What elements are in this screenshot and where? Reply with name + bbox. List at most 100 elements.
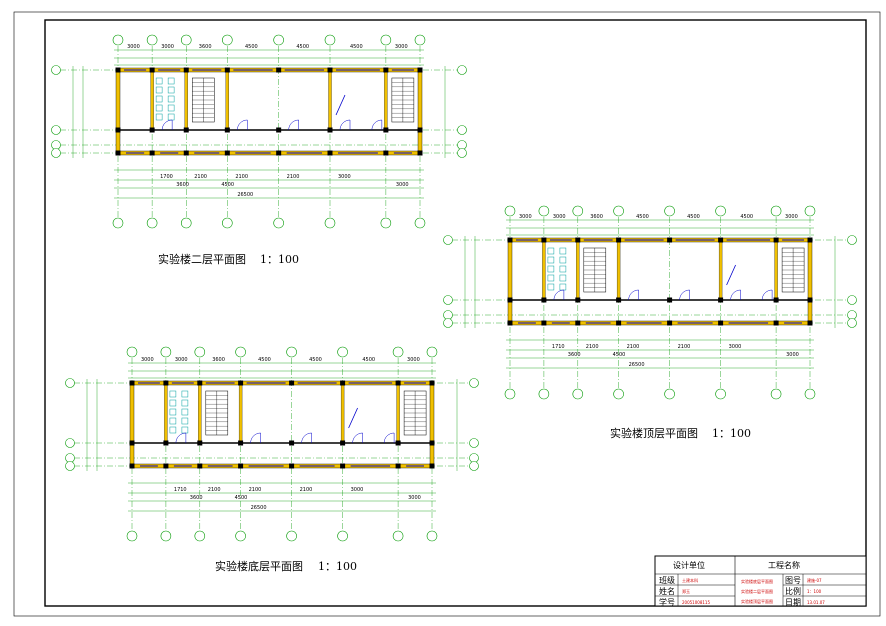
bottom-dimension: 2100 <box>627 344 640 350</box>
axis-bubble <box>286 346 297 358</box>
partition-wall <box>184 69 188 131</box>
wall-east <box>429 382 435 467</box>
door-swing <box>730 289 741 301</box>
column <box>276 127 282 133</box>
bottom-dimension: 2100 <box>235 174 248 180</box>
column <box>541 320 547 326</box>
toilet-fixture <box>155 86 163 94</box>
axis-bubble <box>337 346 348 358</box>
column <box>224 150 230 156</box>
door-swing <box>237 119 248 131</box>
column <box>129 440 135 446</box>
axis-bubble <box>443 310 453 320</box>
top-dimension: 4500 <box>309 357 322 363</box>
column <box>429 463 435 469</box>
axis-bubble <box>286 530 297 542</box>
toilet-fixture <box>559 274 567 282</box>
axis-bubble <box>504 388 516 400</box>
axis-bubble <box>180 34 192 46</box>
toilet-fixture <box>547 247 555 255</box>
toilet-fixture <box>155 95 163 103</box>
axis-bubble <box>392 346 404 358</box>
overall-dimension: 3600 <box>568 352 581 358</box>
column <box>718 297 724 303</box>
column <box>197 380 203 386</box>
toilet-fixture <box>181 417 189 425</box>
column <box>197 440 203 446</box>
top-dimension: 4500 <box>362 357 375 363</box>
column <box>129 463 135 469</box>
bottom-dimension: 1710 <box>552 344 565 350</box>
column <box>149 127 155 133</box>
axis-bubble <box>65 438 75 448</box>
top-dimension: 3000 <box>407 357 420 363</box>
toilet-fixture <box>181 390 189 398</box>
partition-wall <box>198 382 202 444</box>
inner-border <box>44 19 867 607</box>
toilet-fixture <box>181 399 189 407</box>
tb-id-value: 20051008115 <box>682 600 710 605</box>
toilet-fixture <box>167 104 175 112</box>
column <box>718 320 724 326</box>
bottom-dimension: 1700 <box>160 174 173 180</box>
column <box>616 320 622 326</box>
column <box>183 150 189 156</box>
axis-bubble <box>235 530 246 542</box>
overall-dimension: 26500 <box>237 192 253 198</box>
axis-bubble <box>715 205 726 217</box>
outer-border <box>13 11 881 617</box>
axis-bubble <box>324 34 336 46</box>
door-swing <box>175 432 186 444</box>
column <box>115 127 121 133</box>
column <box>327 67 333 73</box>
partition-wall <box>340 382 345 444</box>
toilet-fixture <box>559 256 567 264</box>
top-dimension: 4500 <box>296 44 309 50</box>
toilet-fixture <box>547 274 555 282</box>
column <box>395 463 401 469</box>
axis-bubble <box>51 140 61 150</box>
axis-bubble <box>146 217 158 229</box>
top-dimension: 3000 <box>395 44 408 50</box>
bottom-dimension: 2100 <box>249 487 262 493</box>
tb-drawing-no-value: 建施-07 <box>807 577 822 583</box>
partition-wall <box>576 239 580 301</box>
axis-bubble <box>324 217 336 229</box>
axis-bubble <box>194 346 206 358</box>
axis-bubble <box>469 453 479 463</box>
door-swing <box>628 289 639 301</box>
column <box>340 440 346 446</box>
column <box>417 150 423 156</box>
axis-bubble <box>51 125 61 135</box>
partition-wall <box>384 69 388 131</box>
axis-bubble <box>222 217 233 229</box>
bottom-dimension: 2100 <box>287 174 300 180</box>
column <box>276 67 282 73</box>
plan-scale-second: 1：100 <box>260 253 299 266</box>
top-dimension: 3000 <box>785 214 798 220</box>
column <box>417 67 423 73</box>
axis-bubble <box>426 530 438 542</box>
overall-dimension: 26500 <box>251 505 267 511</box>
bottom-dimension: 1710 <box>174 487 187 493</box>
top-dimension: 4500 <box>245 44 258 50</box>
top-dimension: 4500 <box>636 214 649 220</box>
toilet-fixture <box>559 283 567 291</box>
column <box>129 380 135 386</box>
axis-bubble <box>146 34 158 46</box>
axis-bubble <box>273 217 284 229</box>
axis-bubble <box>847 310 857 320</box>
column <box>224 67 230 73</box>
toilet-fixture <box>169 399 177 407</box>
axis-bubble <box>126 530 138 542</box>
column <box>616 297 622 303</box>
bottom-dimension: 2100 <box>194 174 207 180</box>
toilet-fixture <box>559 247 567 255</box>
bottom-dimension: 2100 <box>208 487 221 493</box>
axis-bubble <box>222 34 233 46</box>
partition-wall <box>616 239 621 301</box>
axis-bubble <box>715 388 726 400</box>
axis-bubble <box>613 388 624 400</box>
